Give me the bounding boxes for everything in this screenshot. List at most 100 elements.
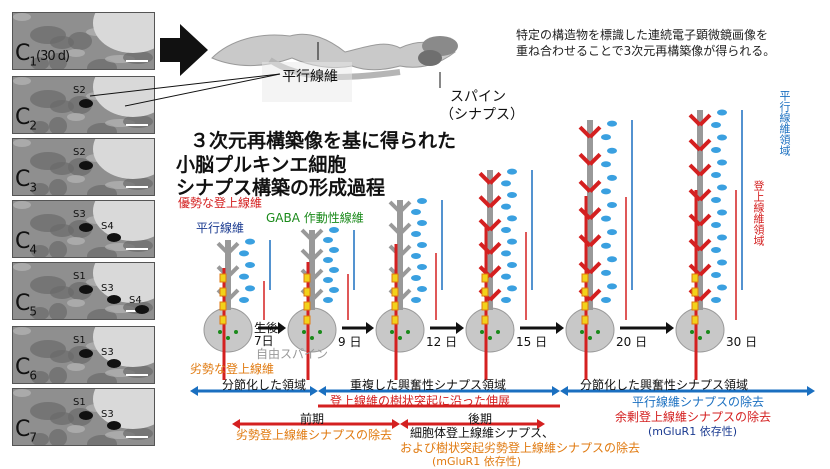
parallel-fiber-synapse bbox=[329, 287, 339, 293]
scale-bar bbox=[126, 124, 148, 126]
parallel-fiber-synapse bbox=[717, 209, 727, 216]
dendrite-branch bbox=[478, 171, 492, 185]
gaba-synapse bbox=[496, 330, 500, 334]
spine-blob bbox=[107, 295, 121, 304]
dendrite-branch bbox=[226, 265, 240, 279]
synapse-marker bbox=[691, 301, 699, 311]
spine-label-s2: S2 bbox=[73, 147, 86, 158]
dendrite-branch bbox=[688, 138, 702, 152]
parallel-fiber-synapse bbox=[323, 237, 333, 243]
parallel-fiber-synapse bbox=[607, 147, 617, 154]
label-pf-region: 平行線維領域 bbox=[778, 90, 791, 156]
spine-blob bbox=[79, 161, 93, 170]
synapse-marker bbox=[303, 301, 311, 311]
scale-bar bbox=[126, 248, 148, 250]
parallel-fiber-synapse bbox=[601, 297, 611, 303]
spine-blob bbox=[79, 411, 93, 420]
gaba-synapse bbox=[706, 330, 710, 334]
dendrite-branch bbox=[698, 238, 712, 252]
scale-bar bbox=[126, 60, 148, 62]
dendrite-branch bbox=[310, 248, 324, 262]
parallel-fiber-synapse bbox=[417, 264, 427, 270]
panel-label: C5 bbox=[15, 290, 37, 318]
synapse-marker bbox=[581, 301, 589, 311]
parallel-fiber-synapse bbox=[607, 174, 617, 181]
dendrite-branch bbox=[588, 180, 602, 193]
gaba-synapse bbox=[690, 330, 694, 334]
synapse-label: （シナプス） bbox=[440, 107, 524, 123]
dendrite-branch bbox=[398, 244, 412, 258]
late-label: 後期 bbox=[468, 412, 493, 426]
spine-label-s3: S3 bbox=[73, 209, 86, 220]
synapse-marker bbox=[581, 273, 589, 283]
parallel-fiber-synapse bbox=[501, 273, 511, 280]
synapse-marker bbox=[303, 273, 311, 283]
stage-arrowhead bbox=[278, 322, 286, 334]
parallel-fiber-synapse bbox=[411, 275, 421, 281]
scale-bar bbox=[126, 374, 148, 376]
panel-label: C7 bbox=[15, 416, 37, 444]
gaba-synapse bbox=[390, 330, 394, 334]
spine-blob bbox=[107, 359, 121, 368]
dendrite-branch bbox=[578, 180, 592, 193]
dendrite-branch bbox=[488, 241, 502, 255]
parallel-fiber-synapse bbox=[601, 161, 611, 168]
parallel-fiber-synapse bbox=[717, 159, 727, 166]
synapse-marker bbox=[581, 315, 589, 325]
seg2-arrow-head-r bbox=[552, 386, 560, 396]
parallel-fiber-synapse bbox=[711, 197, 721, 203]
gaba-synapse bbox=[302, 330, 306, 334]
parallel-fiber-synapse bbox=[601, 269, 611, 276]
gaba-synapse bbox=[406, 330, 410, 334]
parallel-fiber-synapse bbox=[411, 253, 421, 259]
early-label: 前期 bbox=[300, 412, 325, 426]
parallel-fiber-synapse bbox=[417, 198, 427, 204]
early-arrow-head-r bbox=[392, 419, 400, 429]
mglur-bottom-label: (mGluR1 依存性) bbox=[432, 455, 521, 468]
parallel-fiber-synapse bbox=[417, 242, 427, 248]
stage-arrowhead bbox=[366, 322, 374, 334]
parallel-fiber-synapse bbox=[507, 238, 517, 245]
panel-label: C1(30 d) bbox=[15, 40, 70, 68]
synapse-marker bbox=[219, 301, 227, 311]
parallel-fiber-synapse bbox=[717, 259, 727, 266]
spine-blob bbox=[107, 421, 121, 430]
dendrite-branch bbox=[698, 263, 712, 277]
extension-label: 登上線維の樹状突起に沿った伸展 bbox=[330, 394, 511, 408]
synapse-marker bbox=[219, 273, 227, 283]
parallel-fiber-synapse bbox=[245, 262, 255, 268]
dendrite-branch bbox=[698, 288, 712, 302]
title-line3: シナプス構築の形成過程 bbox=[176, 177, 386, 199]
label-dominant-cf: 優勢な登上線維 bbox=[178, 196, 263, 210]
dendrite-branch bbox=[488, 195, 502, 209]
parallel-fiber-synapse bbox=[507, 262, 517, 268]
parallel-fiber-synapse bbox=[501, 297, 511, 303]
soma-removal-line2: および樹状突起劣勢登上線維シナプスの除去 bbox=[400, 441, 641, 455]
caption-line2: 重ね合わせることで3次元再構築像が得られる。 bbox=[516, 44, 776, 58]
parallel-fiber-synapse bbox=[239, 273, 249, 280]
dendrite-branch bbox=[698, 163, 712, 177]
dendrite-branch bbox=[398, 266, 412, 280]
dendrite-branch bbox=[698, 113, 712, 127]
dendrite-branch bbox=[488, 218, 502, 232]
day-label: 20 日 bbox=[616, 335, 648, 349]
panel-label: C2 bbox=[15, 104, 37, 132]
spine-blob bbox=[79, 349, 93, 358]
dendrite-branch bbox=[226, 241, 240, 255]
parallel-fiber-synapse bbox=[607, 283, 617, 290]
synapse-marker bbox=[303, 287, 311, 297]
gaba-synapse bbox=[318, 330, 322, 334]
seg1-label: 分節化した領域 bbox=[222, 378, 307, 392]
synapse-marker bbox=[391, 301, 399, 311]
spine-label-s4: S4 bbox=[129, 295, 142, 306]
dendrite-branch bbox=[578, 125, 592, 139]
soma-removal-line1: 細胞体登上線維シナプス、 bbox=[410, 426, 555, 440]
dendrite-branch bbox=[310, 268, 324, 282]
dendrite-branch bbox=[488, 288, 502, 302]
spine-blob bbox=[135, 305, 149, 314]
scale-bar bbox=[126, 436, 148, 438]
black-arrow bbox=[160, 24, 208, 76]
day-label: 15 日 bbox=[516, 335, 548, 349]
spine-blob bbox=[79, 99, 93, 108]
dendrite-branch bbox=[388, 222, 402, 236]
